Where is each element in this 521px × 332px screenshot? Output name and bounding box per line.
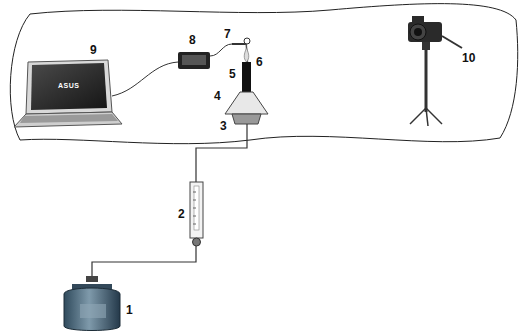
gas-pipe bbox=[196, 124, 247, 182]
callout-number: 10 bbox=[462, 52, 475, 64]
usb-cable bbox=[112, 62, 178, 96]
gas-pipe bbox=[92, 246, 196, 276]
camera-tripod bbox=[408, 16, 462, 126]
callout-number: 1 bbox=[126, 304, 133, 316]
laptop bbox=[14, 60, 122, 127]
callout-number: 5 bbox=[229, 68, 236, 80]
burner-tube bbox=[242, 62, 251, 92]
callout-number: 4 bbox=[214, 90, 221, 102]
callout-number: 7 bbox=[224, 28, 231, 40]
flowmeter bbox=[190, 182, 203, 246]
callout-number: 9 bbox=[90, 44, 97, 56]
burner-cone bbox=[225, 92, 268, 114]
enclosure-outline bbox=[10, 4, 517, 144]
brand-text: ASUS bbox=[58, 82, 79, 89]
callout-number: 6 bbox=[256, 56, 263, 68]
gas-cylinder bbox=[64, 276, 120, 331]
data-logger bbox=[178, 52, 210, 69]
burner-base bbox=[232, 114, 261, 124]
callout-number: 2 bbox=[178, 208, 185, 220]
callout-number: 8 bbox=[189, 34, 196, 46]
thermocouple-wire bbox=[210, 44, 232, 56]
flame bbox=[244, 48, 249, 62]
callout-number: 3 bbox=[220, 120, 227, 132]
